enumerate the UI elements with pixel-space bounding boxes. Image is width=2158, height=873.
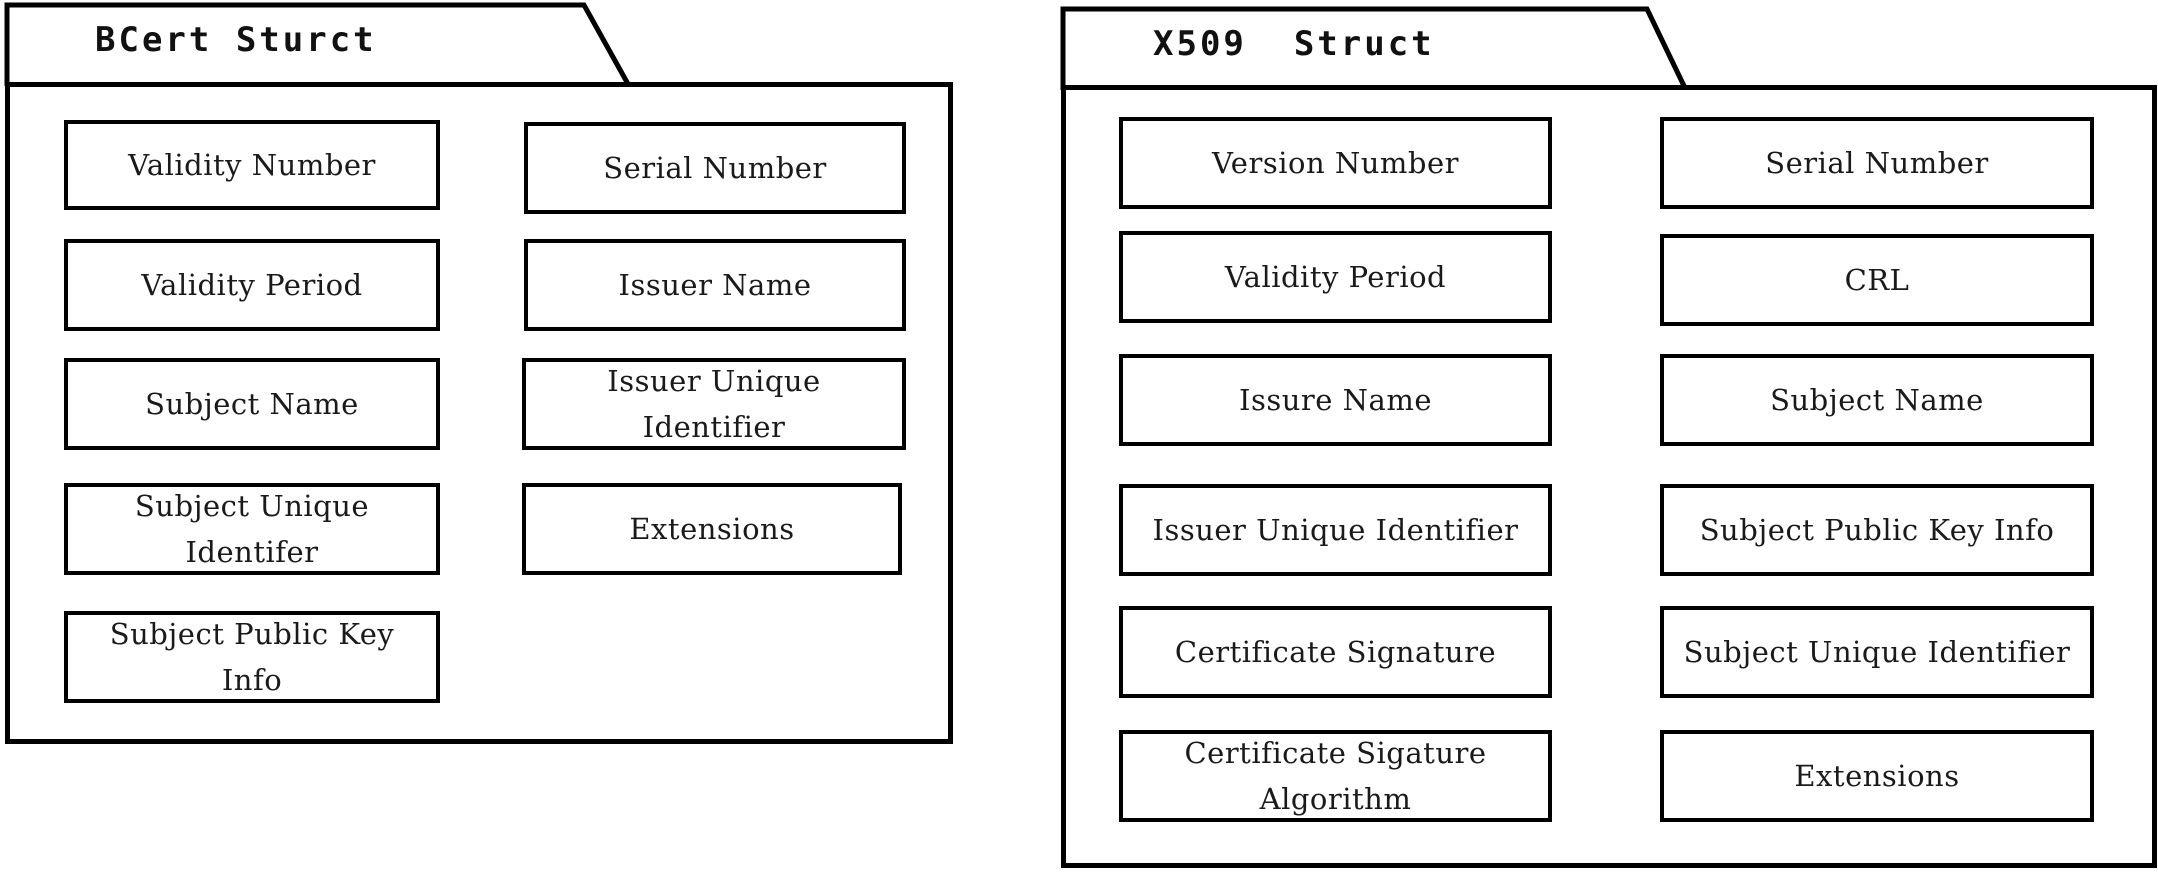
x509-field-serial-number: Serial Number [1660,117,2094,209]
x509-field-version-number: Version Number [1119,117,1552,209]
bcert-field-issuer-name: Issuer Name [524,239,906,331]
x509-field-issuer-unique-identifier: Issuer Unique Identifier [1119,484,1552,576]
bcert-field-subject-name: Subject Name [64,358,440,450]
bcert-field-issuer-unique-identifier: Issuer Unique Identifier [522,358,906,450]
bcert-field-validity-period: Validity Period [64,239,440,331]
x509-struct-package: X509 Struct Version Number Serial Number… [1055,0,2158,873]
x509-package-tab [1060,6,1688,90]
x509-package-title: X509 Struct [1153,24,1435,64]
bcert-field-validity-number: Validity Number [64,120,440,210]
bcert-field-subject-public-key-info: Subject Public Key Info [64,611,440,703]
bcert-field-serial-number: Serial Number [524,122,906,214]
bcert-struct-package: BCert Sturct Validity Number Serial Numb… [0,0,960,750]
x509-field-validity-period: Validity Period [1119,231,1552,323]
bcert-field-extensions: Extensions [522,483,902,575]
x509-field-issure-name: Issure Name [1119,354,1552,446]
x509-field-subject-unique-identifier: Subject Unique Identifier [1660,606,2094,698]
x509-field-subject-public-key-info: Subject Public Key Info [1660,484,2094,576]
bcert-package-tab [4,2,631,86]
bcert-package-title: BCert Sturct [95,20,377,60]
x509-field-certificate-signature: Certificate Signature [1119,606,1552,698]
x509-field-certificate-sigature-algorithm: Certificate Sigature Algorithm [1119,730,1552,822]
x509-field-extensions: Extensions [1660,730,2094,822]
bcert-field-subject-unique-identifer: Subject Unique Identifer [64,483,440,575]
x509-field-subject-name: Subject Name [1660,354,2094,446]
x509-field-crl: CRL [1660,234,2094,326]
